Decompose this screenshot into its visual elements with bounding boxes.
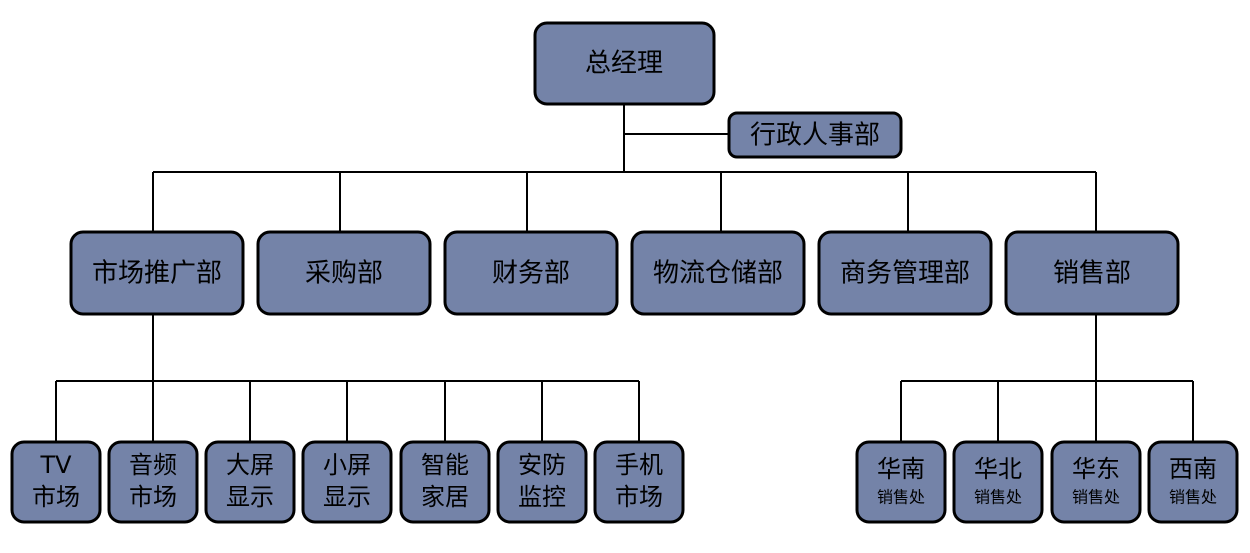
node-label-line2: 市场: [32, 483, 80, 511]
node-label-line1: TV: [39, 451, 72, 479]
node-dept-marketing: 市场推广部: [69, 230, 245, 316]
node-label: 销售部: [1053, 259, 1131, 289]
node-label: 市场推广部: [92, 259, 222, 289]
node-unit-tv: TV 市场: [10, 440, 102, 524]
node-label-line2: 市场: [129, 483, 177, 511]
node-unit-mobile: 手机 市场: [593, 440, 685, 524]
node-label: 采购部: [305, 259, 383, 289]
node-office-north: 华北 销售处: [952, 440, 1044, 524]
node-unit-smart-home: 智能 家居: [399, 440, 491, 524]
node-label-line2: 显示: [226, 483, 274, 511]
node-label: 总经理: [585, 49, 663, 79]
node-dept-business: 商务管理部: [817, 230, 993, 316]
node-label-line1: 音频: [129, 451, 177, 479]
node-dept-sales: 销售部: [1004, 230, 1180, 316]
node-dept-purchasing: 采购部: [256, 230, 432, 316]
node-label: 商务管理部: [840, 259, 970, 289]
node-label-line2: 销售处: [1072, 488, 1120, 507]
node-label-line1: 安防: [518, 451, 566, 479]
node-unit-security: 安防 监控: [496, 440, 588, 524]
node-label-line2: 监控: [518, 483, 566, 511]
node-label-line1: 小屏: [323, 451, 371, 479]
node-label-line1: 大屏: [226, 451, 274, 479]
node-label-line2: 销售处: [1169, 488, 1217, 507]
node-unit-large-display: 大屏 显示: [204, 440, 296, 524]
node-label-line1: 西南: [1169, 455, 1217, 483]
node-label: 物流仓储部: [653, 259, 783, 289]
node-label-line2: 家居: [421, 483, 469, 511]
connectors: [55, 104, 1194, 442]
node-label-line1: 华北: [974, 455, 1022, 483]
node-label-line2: 显示: [323, 483, 371, 511]
node-label-line2: 销售处: [877, 488, 925, 507]
node-label-line2: 市场: [615, 483, 663, 511]
node-office-east: 华东 销售处: [1050, 440, 1142, 524]
node-label-line1: 华东: [1072, 455, 1120, 483]
node-dept-finance: 财务部: [443, 230, 619, 316]
node-unit-small-display: 小屏 显示: [301, 440, 393, 524]
node-admin-hr: 行政人事部: [727, 111, 903, 159]
node-label: 财务部: [492, 259, 570, 289]
node-label-line1: 华南: [877, 455, 925, 483]
node-label-line1: 智能: [421, 451, 469, 479]
node-dept-logistics: 物流仓储部: [630, 230, 806, 316]
node-general-manager: 总经理: [533, 21, 716, 106]
node-label-line1: 手机: [615, 451, 663, 479]
node-office-southwest: 西南 销售处: [1147, 440, 1239, 524]
node-label-line2: 销售处: [974, 488, 1022, 507]
node-office-south: 华南 销售处: [855, 440, 947, 524]
node-label: 行政人事部: [750, 121, 880, 151]
node-unit-audio: 音频 市场: [107, 440, 199, 524]
